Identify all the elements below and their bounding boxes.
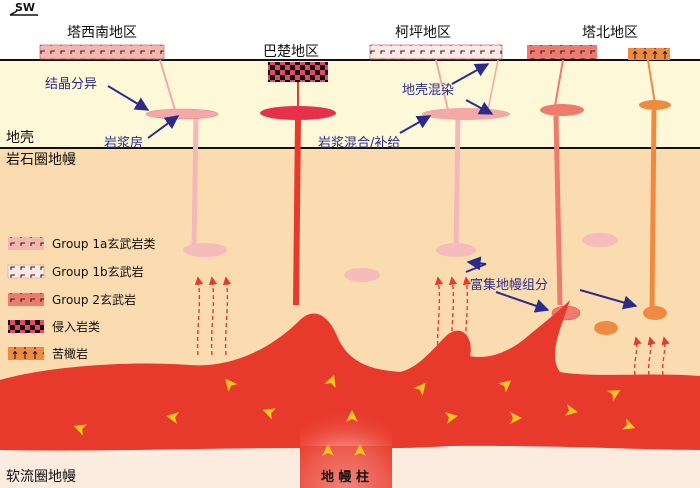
legend-swatch-g1b [7,264,45,279]
legend-label-picrite: 苦橄岩 [52,346,88,361]
legend: Group 1a玄武岩类 Group 1b玄武岩 Group 2玄武岩 侵入岩类… [7,236,155,361]
enriched-mantle-blob [436,243,476,257]
region-keping: 柯坪地区 [395,25,451,41]
magma-chamber-bachu [260,106,336,120]
enriched-mantle-blob [594,321,618,335]
melt-migration-arrows [194,276,670,376]
outcrop-bachu-intrusive [268,62,328,82]
region-tabei: 塔北地区 [582,25,638,41]
region-tarim-southwest: 塔西南地区 [67,25,137,41]
enriched-mantle-blob [183,243,227,257]
enriched-mantle-blob [344,268,380,282]
legend-label-g1b: Group 1b玄武岩 [52,264,144,279]
outcrop-tarim-southwest [39,44,165,60]
direction-label: SW [15,1,35,14]
region-bachu: 巴楚地区 [263,44,319,60]
magma-chamber-keping [422,108,510,120]
legend-label-g1a: Group 1a玄武岩类 [52,236,155,251]
mantle-plume-head [0,300,700,488]
annotation-arrows [107,63,638,313]
plume-flow-arrows [73,374,636,456]
plume-stem [300,446,392,488]
magma-conduits [159,59,657,311]
legend-swatch-intrusive [8,320,44,333]
annotation-mantle-plume: 地 幔 柱 [321,469,369,485]
annotation-enriched-mantle: 富集地幔组分 [470,277,548,293]
layer-label-crust: 地壳 [6,129,34,146]
outcrop-tabei-group2 [527,45,597,59]
legend-swatch-picrite [8,347,44,360]
magma-chamber-tabei-group2 [540,104,584,116]
legend-label-g2: Group 2玄武岩 [52,292,136,307]
annotation-crustal-contamination: 地壳混染 [402,83,454,98]
enriched-mantle-blob [643,306,667,320]
magma-chamber-tabei-picrite [639,100,671,110]
crust-layer [0,60,700,148]
magma-chamber-tarim-southwest [145,108,219,120]
layer-label-lithospheric-mantle: 岩石圈地幔 [6,152,76,168]
annotation-magma-mixing: 岩浆混合/补给 [318,136,400,151]
direction-indicator: SW [9,1,38,16]
enriched-mantle-blob [582,233,618,247]
annotation-magma-chamber: 岩浆房 [104,135,143,151]
outcrop-tabei-picrite [628,48,670,60]
legend-label-intrusive: 侵入岩类 [52,319,100,334]
layer-label-asthenosphere: 软流圈地幔 [6,469,76,485]
legend-swatch-g1a [8,237,44,250]
outcrop-keping [369,44,503,60]
annotation-fractional-crystallization: 结晶分异 [45,77,97,92]
legend-swatch-g2 [8,293,44,306]
